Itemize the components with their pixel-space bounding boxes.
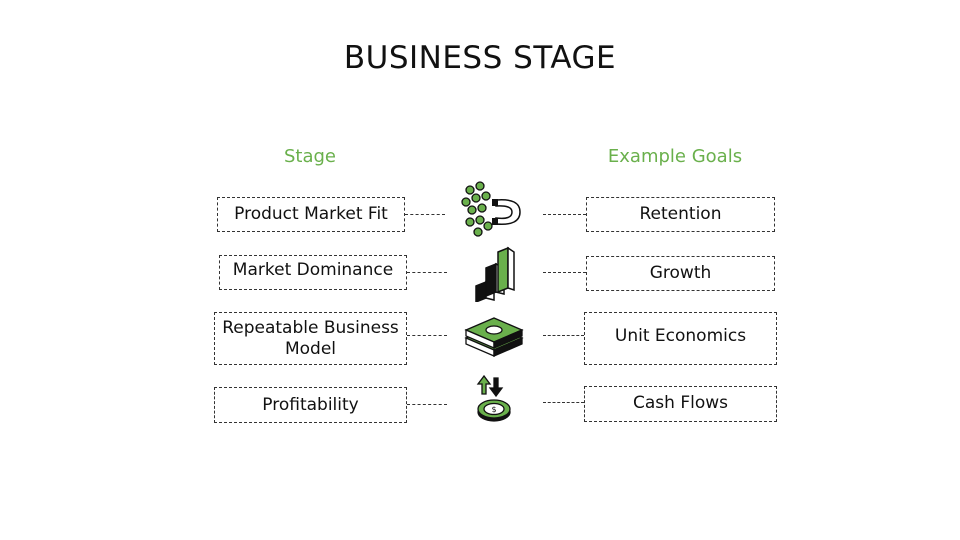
stage-box-product-market-fit: Product Market Fit	[217, 197, 405, 232]
money-stack-icon	[464, 317, 524, 357]
goal-label: Growth	[649, 263, 712, 283]
stage-label: Profitability	[262, 394, 359, 415]
goal-box-retention: Retention	[586, 197, 775, 232]
stage-box-profitability: Profitability	[214, 387, 407, 423]
bar-chart-icon	[475, 246, 515, 302]
goal-box-cash-flows: Cash Flows	[584, 386, 777, 422]
stage-label: Product Market Fit	[234, 204, 388, 224]
stage-label: Repeatable Business Model	[222, 317, 399, 359]
coin-arrows-icon: $	[476, 374, 511, 422]
connector-line	[543, 335, 584, 336]
connector-line	[407, 404, 447, 405]
goal-box-growth: Growth	[586, 256, 775, 291]
connector-line	[407, 272, 447, 273]
connector-line	[407, 335, 447, 336]
connector-line	[543, 272, 586, 273]
magnet-icon	[461, 181, 521, 237]
connector-line	[543, 214, 586, 215]
goals-column-header: Example Goals	[607, 146, 743, 167]
dollar-sign-glyph: $	[491, 405, 496, 414]
goal-label: Cash Flows	[633, 393, 728, 413]
page-title: BUSINESS STAGE	[343, 40, 617, 76]
connector-line	[543, 402, 584, 403]
goal-label: Unit Economics	[614, 326, 747, 346]
goal-label: Retention	[639, 204, 722, 224]
stage-column-header: Stage	[283, 146, 336, 167]
goal-box-unit-economics: Unit Economics	[584, 312, 777, 365]
stage-box-repeatable-business-model: Repeatable Business Model	[214, 312, 407, 365]
stage-label: Market Dominance	[232, 260, 394, 280]
connector-line	[405, 214, 445, 215]
stage-box-market-dominance: Market Dominance	[219, 255, 407, 290]
